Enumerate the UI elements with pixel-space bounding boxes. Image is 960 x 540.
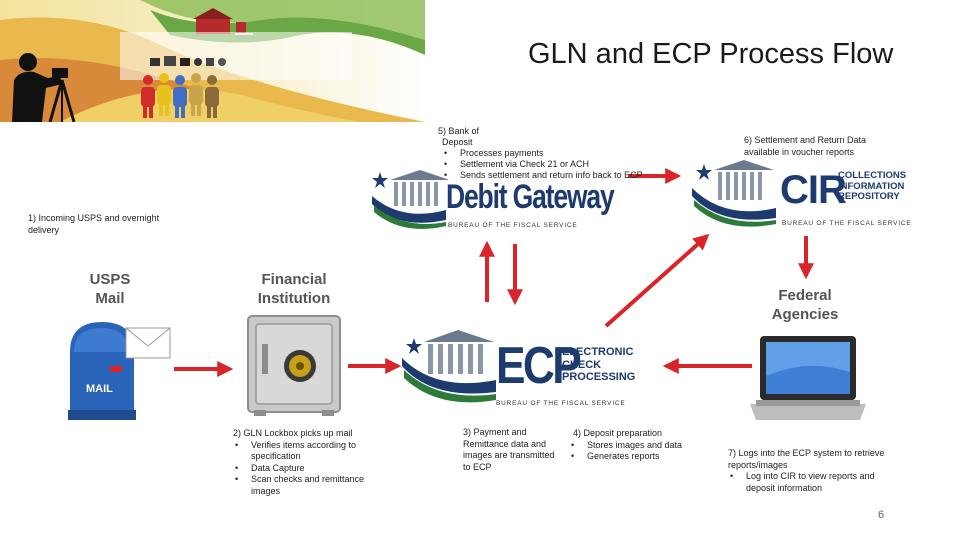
cir-bureau-text: BUREAU OF THE FISCAL SERVICE: [782, 220, 912, 227]
finance-icons: [150, 56, 226, 66]
cir-fullname: COLLECTIONS INFORMATION REPOSITORY: [838, 170, 907, 203]
treasury-building-icon: [692, 160, 776, 227]
step-4-item: Generates reports: [571, 451, 713, 463]
debit-gateway-wordmark: Debit Gateway: [446, 178, 615, 216]
laptop-icon: [750, 336, 866, 420]
mailbox-icon: MAIL: [68, 322, 171, 420]
step-5-item: Processes payments: [444, 148, 658, 159]
step-7-note: 7) Logs into the ECP system to retrieve …: [728, 448, 888, 494]
ecp-fullname-line: ELECTRONIC: [562, 346, 634, 358]
cir-logo: CIR COLLECTIONS INFORMATION REPOSITORY B…: [688, 152, 938, 232]
step-1-note: 1) Incoming USPS and overnight delivery: [28, 213, 160, 235]
step-5-list: Processes payments Settlement via Check …: [438, 148, 658, 181]
ecp-logo: ECP ELECTRONIC CHECK PROCESSING BUREAU O…: [398, 322, 663, 412]
mailbox-label: MAIL: [86, 383, 113, 395]
people-figures: [141, 73, 219, 118]
ecp-fullname-line: PROCESSING: [562, 371, 636, 383]
cir-fullname-line: COLLECTIONS: [838, 170, 907, 181]
safe-icon: [247, 315, 341, 416]
step-4-heading: 4) Deposit preparation: [573, 428, 663, 438]
debit-gateway-bureau-text: BUREAU OF THE FISCAL SERVICE: [448, 222, 578, 229]
step-5-heading: Deposit: [442, 137, 473, 147]
step-6-note: 6) Settlement and Return Data available …: [744, 135, 867, 157]
step-4-item: Stores images and data: [571, 440, 713, 452]
step-7-heading: 7) Logs into the ECP system to retrieve …: [728, 448, 885, 470]
step-2-item: Scan checks and remittance images: [235, 474, 393, 497]
step-2-note: 2) GLN Lockbox picks up mail Verifies it…: [233, 428, 393, 497]
federal-agencies-heading: Federal Agencies: [771, 287, 839, 323]
page-title: GLN and ECP Process Flow: [528, 38, 894, 70]
page-number: 6: [878, 509, 885, 521]
step-2-item: Data Capture: [235, 463, 393, 475]
step-4-note: 4) Deposit preparation Stores images and…: [571, 428, 713, 463]
cir-fullname-line: REPOSITORY: [838, 191, 900, 202]
step-5-item: Sends settlement and return info back to…: [444, 170, 658, 181]
step-7-list: Log into CIR to view reports and deposit…: [728, 471, 888, 494]
debit-gateway-logo: Debit Gateway BUREAU OF THE FISCAL SERVI…: [368, 160, 638, 232]
step-2-heading: 2) GLN Lockbox picks up mail: [233, 428, 353, 438]
cir-fullname-line: INFORMATION: [838, 180, 905, 192]
step-2-item: Verifies items according to specificatio…: [235, 440, 393, 463]
cir-wordmark: CIR: [780, 168, 847, 212]
ecp-fullname: ELECTRONIC CHECK PROCESSING: [562, 346, 635, 384]
photographer-silhouette: [12, 53, 76, 122]
ecp-fullname-line: CHECK: [562, 358, 602, 371]
step-3-note: 3) Payment and Remittance data and image…: [463, 427, 555, 472]
step-5-heading: 5) Bank of: [438, 126, 480, 136]
financial-institution-heading: Financial Institution: [257, 271, 331, 307]
treasury-building-icon: [402, 330, 496, 403]
ecp-bureau-text: BUREAU OF THE FISCAL SERVICE: [496, 400, 626, 407]
envelope-icon: [125, 327, 171, 359]
step-7-item: Log into CIR to view reports and deposit…: [730, 471, 888, 494]
step-2-list: Verifies items according to specificatio…: [233, 440, 393, 498]
treasury-building-icon: [372, 170, 448, 229]
step-5-note: 5) Bank of Deposit Processes payments Se…: [438, 126, 658, 181]
header-banner: [0, 0, 425, 122]
step-4-list: Stores images and data Generates reports: [571, 440, 713, 463]
step-5-item: Settlement via Check 21 or ACH: [444, 159, 658, 170]
barn: [196, 18, 230, 34]
arrow-ecp-to-cir: [604, 233, 710, 328]
ecp-wordmark: ECP: [496, 337, 582, 395]
usps-mail-heading: USPS Mail: [89, 271, 131, 307]
